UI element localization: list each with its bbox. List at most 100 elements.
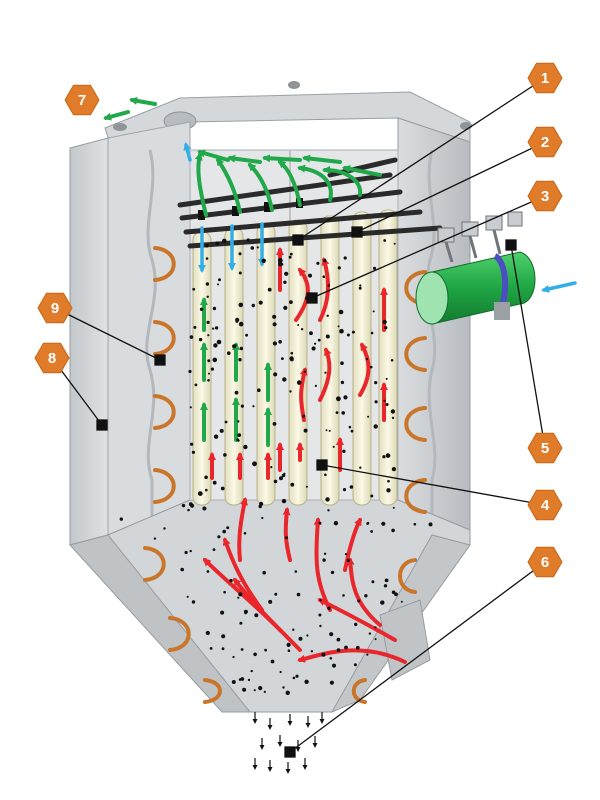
- dust-particle: [206, 295, 209, 298]
- dust-particle: [306, 634, 309, 637]
- dust-particle: [186, 595, 189, 598]
- dust-particle: [238, 321, 244, 327]
- clean-gas-arrow: [227, 154, 262, 164]
- dust-particle: [240, 648, 244, 651]
- callout-number: 5: [541, 440, 549, 457]
- dust-particle: [181, 503, 186, 508]
- callout-number: 2: [541, 134, 549, 151]
- dust-particle: [372, 310, 375, 313]
- callout-hexagon: [34, 342, 70, 374]
- blow-pipe: [183, 209, 423, 235]
- valve-stem: [444, 241, 454, 263]
- top-bolt-center: [288, 81, 300, 89]
- pulse-air-flow: [183, 142, 577, 293]
- dust-particle: [283, 280, 287, 284]
- dust-particle: [344, 553, 348, 556]
- dust-particle: [382, 319, 387, 325]
- pulse-air-arrow: [183, 142, 192, 162]
- clean-gas-arrow: [277, 160, 302, 207]
- callout-number: 6: [541, 554, 549, 571]
- dust-particle: [329, 680, 334, 685]
- compressed-air-tank: [415, 251, 536, 325]
- dust-particle: [281, 357, 284, 360]
- leader-line-1: [297, 77, 546, 241]
- dust-particle: [316, 261, 320, 265]
- dust-particle: [219, 428, 224, 433]
- dust-particle: [296, 380, 302, 385]
- dust-particle: [205, 488, 208, 492]
- dust-particle: [374, 400, 378, 404]
- dust-particle: [234, 390, 239, 395]
- dust-particle: [314, 384, 317, 387]
- dust-particle: [258, 686, 263, 691]
- dust-particle: [324, 473, 327, 477]
- heater-coil: [398, 558, 417, 594]
- leader-dot-8: [96, 419, 108, 431]
- dust-particle: [343, 256, 347, 260]
- dust-particle: [251, 303, 255, 308]
- dust-particle: [243, 444, 248, 450]
- dust-particle: [364, 594, 368, 598]
- dust-particle: [258, 504, 262, 509]
- callout-number: 3: [541, 188, 549, 205]
- dust-particle: [282, 377, 287, 382]
- dust-particle: [369, 365, 373, 369]
- dust-particle: [302, 414, 306, 418]
- dust-particle: [190, 442, 194, 446]
- dust-particle: [199, 307, 204, 311]
- callout-badge-9: 9: [37, 292, 73, 324]
- leader-line-4: [321, 464, 546, 506]
- dust-particle: [385, 377, 388, 380]
- leader-line-5: [510, 244, 546, 449]
- dust-particle: [247, 678, 251, 682]
- dust-particle: [326, 314, 329, 317]
- dust-particle: [336, 648, 341, 652]
- callout-number: 4: [541, 497, 550, 514]
- left-wall-fold: [145, 149, 157, 520]
- dust-particle: [317, 338, 321, 342]
- dust-particle: [263, 690, 266, 694]
- dust-particle: [319, 624, 322, 628]
- top-bolt-right: [460, 122, 472, 130]
- dust-particle: [212, 548, 216, 551]
- tank-bracket: [494, 302, 510, 320]
- dust-particle: [261, 516, 264, 520]
- leader-dot-4: [316, 459, 328, 471]
- dust-particle: [206, 320, 210, 324]
- dust-particle: [344, 645, 348, 650]
- dust-particle: [184, 550, 188, 555]
- dust-particle: [349, 485, 354, 489]
- dust-particle: [323, 259, 327, 263]
- dust-particle: [273, 479, 278, 484]
- dust-particle: [340, 361, 344, 366]
- dirty-air-inlet: [379, 599, 431, 681]
- dust-particle: [373, 424, 378, 429]
- dust-particle: [383, 399, 386, 402]
- dust-particle: [289, 300, 293, 304]
- clean-gas-arrow: [302, 154, 342, 164]
- callout-badge-3: 3: [527, 180, 563, 212]
- dust-particle: [325, 334, 330, 339]
- clean-gas-arrow: [297, 164, 333, 202]
- dust-particle: [238, 302, 244, 308]
- left-outer-wall: [69, 137, 109, 546]
- dust-particle: [337, 325, 340, 328]
- dust-particle: [298, 636, 303, 641]
- dust-particle: [153, 537, 157, 540]
- callout-hexagon: [527, 546, 563, 578]
- dust-particle: [284, 271, 289, 276]
- dust-particles: [119, 238, 433, 695]
- valve: [507, 211, 523, 227]
- dust-particle: [325, 429, 328, 432]
- dust-particle: [268, 599, 273, 604]
- heating-coils: [143, 246, 427, 704]
- dust-particle: [213, 434, 219, 439]
- heater-coil: [404, 336, 427, 372]
- dust-particle: [314, 342, 317, 345]
- dust-particle: [319, 599, 322, 602]
- dust-particle: [300, 328, 304, 331]
- dirty-gas-flow: [202, 247, 407, 664]
- dust-particle: [371, 580, 375, 584]
- dust-particle: [262, 570, 267, 575]
